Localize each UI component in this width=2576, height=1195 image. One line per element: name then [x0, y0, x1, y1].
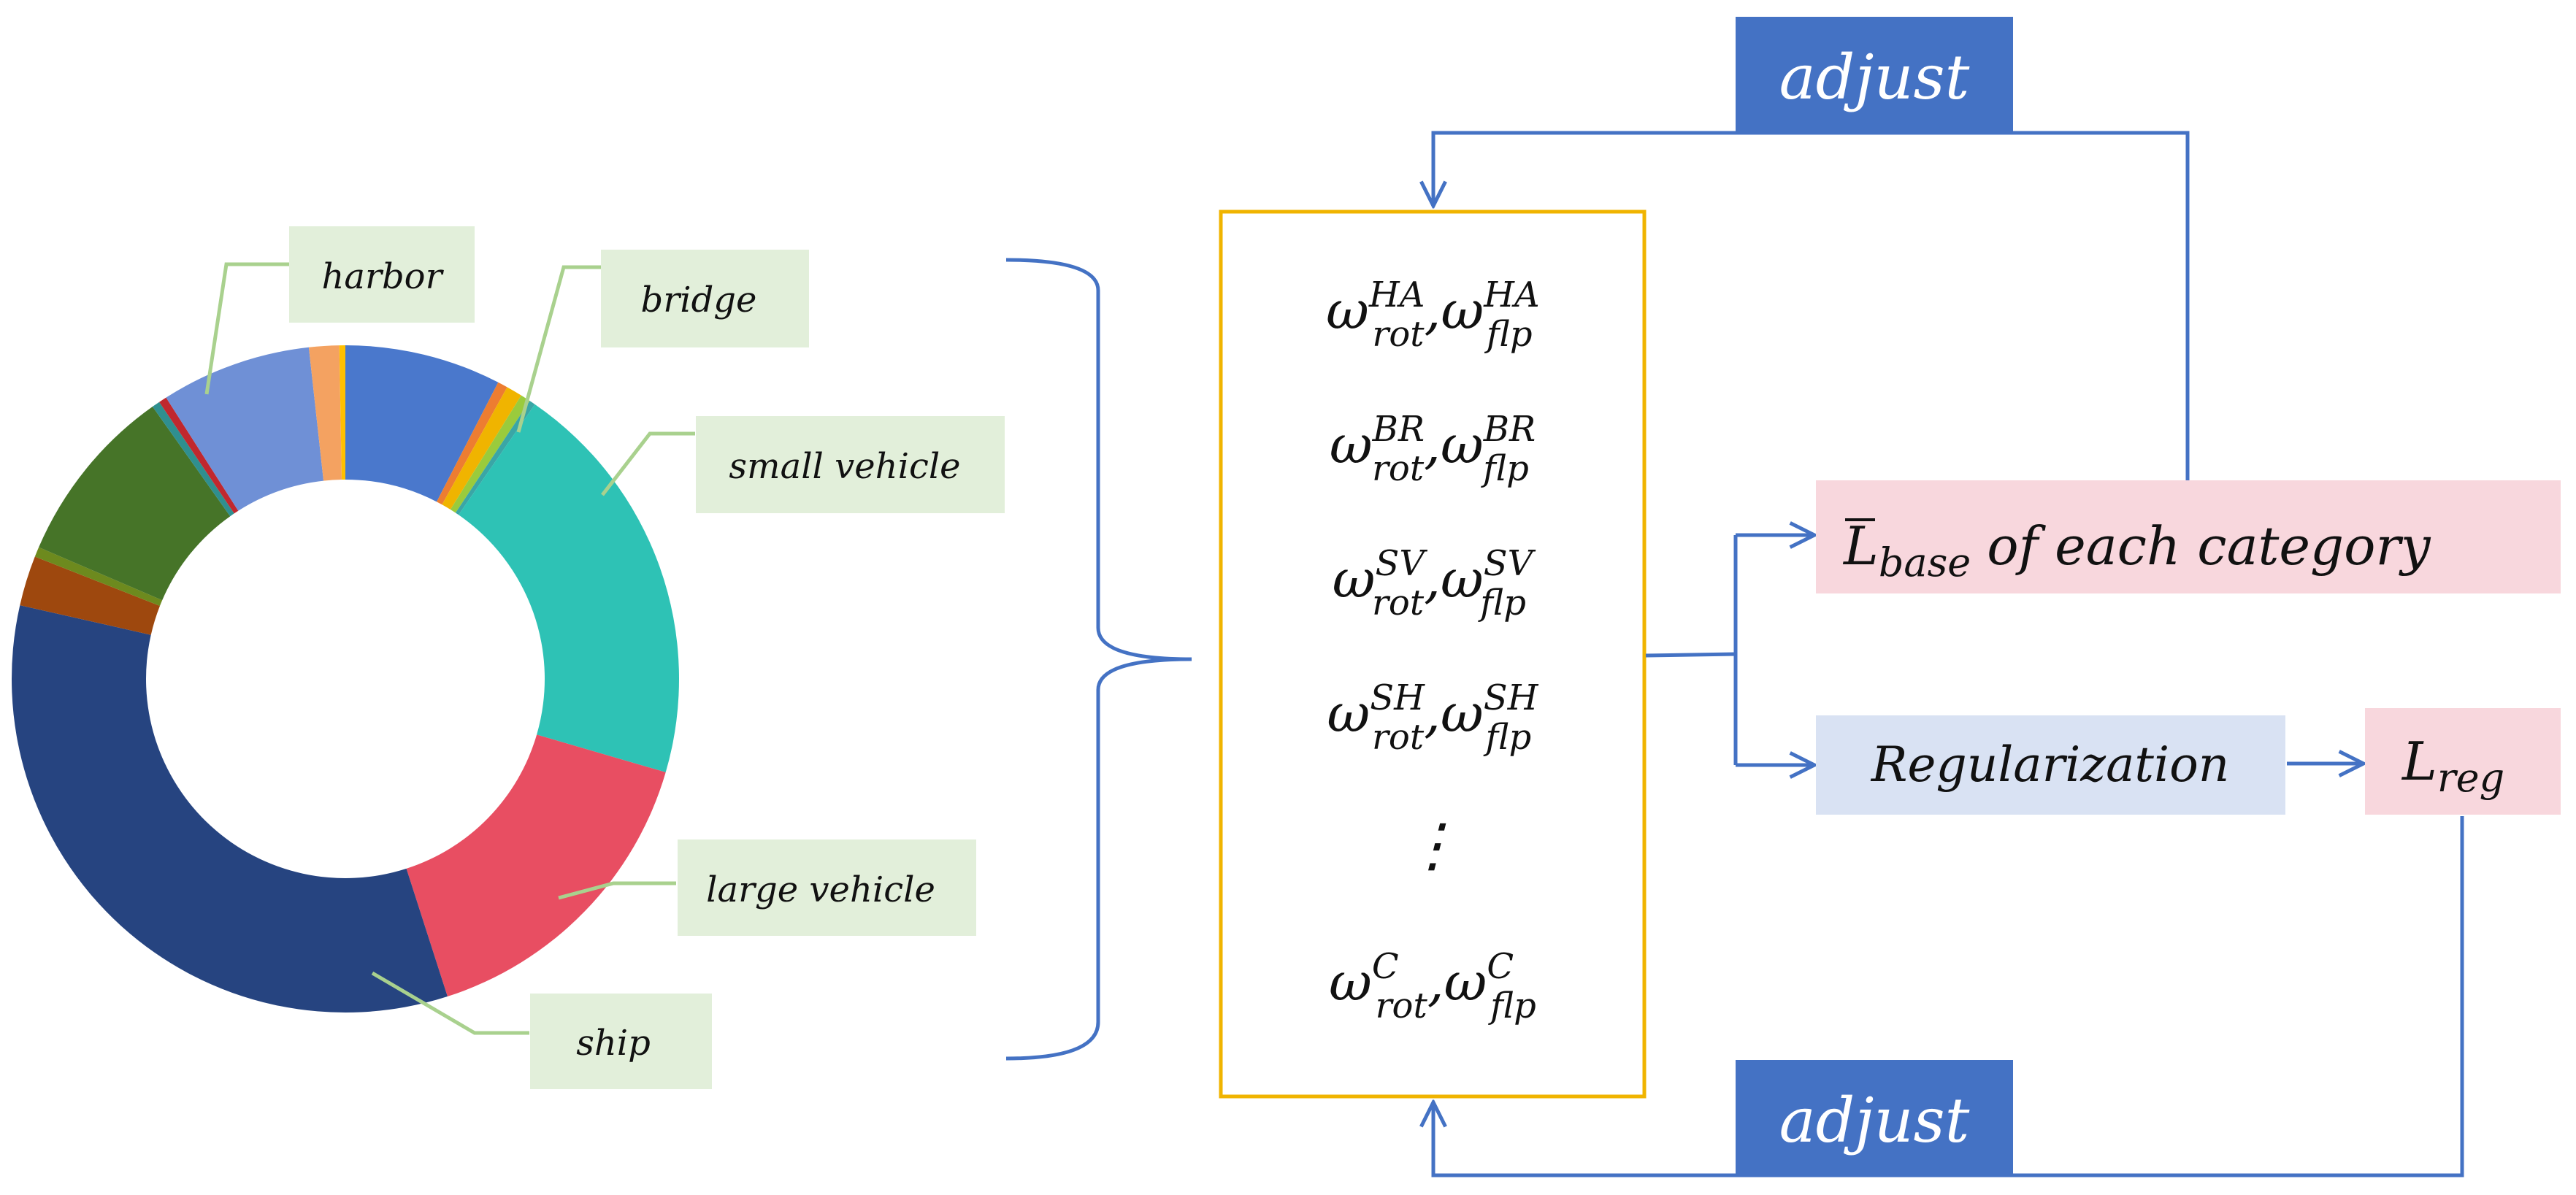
category-labels: harbor bridge small vehicle large vehicl…: [289, 226, 1005, 1089]
ellipsis: ⋮: [1403, 811, 1462, 879]
donut-slice-14: [308, 345, 342, 481]
donut-slice-11: [152, 401, 234, 517]
donut-slice-12: [159, 397, 239, 514]
donut-slice-13: [166, 347, 324, 511]
small-vehicle-label: small vehicle: [729, 446, 960, 487]
ship-label: ship: [576, 1023, 651, 1064]
bridge-label: bridge: [641, 280, 757, 320]
adjust-bottom-label: adjust: [1779, 1085, 1970, 1156]
donut-slice-4: [455, 401, 535, 515]
donut-slice-0: [345, 345, 499, 502]
bridge-label-box: [601, 250, 809, 347]
leader-lines: [204, 262, 695, 1035]
donut-chart: [12, 345, 680, 1013]
donut-slice-10: [39, 407, 231, 601]
donut-slice-6: [406, 734, 666, 997]
harbor-label-box: [289, 226, 475, 323]
harbor-label: harbor: [321, 256, 444, 297]
large-vehicle-label-box: [678, 839, 976, 936]
regularization-box: [1816, 715, 2285, 815]
donut-slice-7: [12, 605, 448, 1013]
regularization-label: Regularization: [1871, 737, 2230, 793]
large-vehicle-label: large vehicle: [706, 869, 935, 910]
donut-slice-5: [459, 404, 680, 772]
leader-bridge: [516, 265, 602, 433]
donut-slice-9: [34, 547, 163, 606]
donut-slice-8: [20, 556, 160, 635]
weights-to-branch-line: [1645, 652, 1736, 658]
adjust-top-box: [1736, 17, 2013, 133]
curly-brace: [1005, 258, 1192, 1061]
ship-label-box: [530, 994, 712, 1089]
adjust-bottom-box: [1736, 1060, 2013, 1175]
leader-harbor: [204, 262, 291, 395]
donut-slice-2: [442, 387, 521, 510]
lreg-box: [2365, 708, 2561, 815]
lreg-label: Lreg: [2401, 731, 2504, 801]
adjust-top-label: adjust: [1779, 42, 1970, 113]
leader-ship: [371, 971, 529, 1035]
small-vehicle-label-box: [696, 416, 1005, 513]
weights-box: [1219, 210, 1647, 1099]
donut-slice-1: [437, 382, 507, 505]
donut-slice-15: [339, 345, 345, 480]
leader-small-vehicle: [601, 431, 695, 496]
lbase-box: [1816, 480, 2561, 593]
donut-slice-3: [450, 395, 530, 513]
leader-large-vehicle: [558, 881, 676, 900]
